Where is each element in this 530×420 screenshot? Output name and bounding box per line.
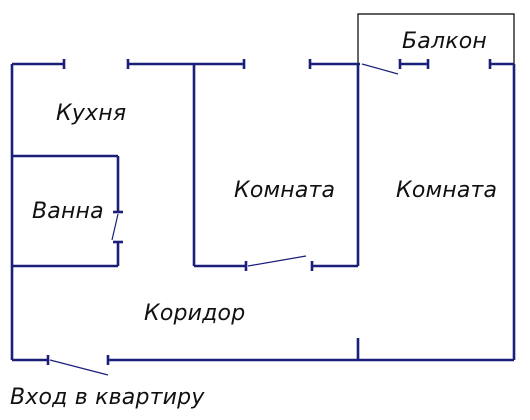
bathroom-door <box>111 213 119 241</box>
balcony-label: Балкон <box>402 29 487 54</box>
entrance-label: Вход в квартиру <box>10 385 205 410</box>
entrance-door <box>49 359 109 376</box>
middle-room-label: Комната <box>234 178 335 203</box>
bathroom-label: Ванна <box>32 199 104 224</box>
middle-room-door <box>247 255 307 267</box>
right-room-label: Комната <box>396 178 497 203</box>
kitchen-label: Кухня <box>56 101 126 126</box>
balcony-door <box>361 63 399 75</box>
balcony-outline <box>357 13 515 64</box>
corridor-label: Коридор <box>144 301 245 326</box>
